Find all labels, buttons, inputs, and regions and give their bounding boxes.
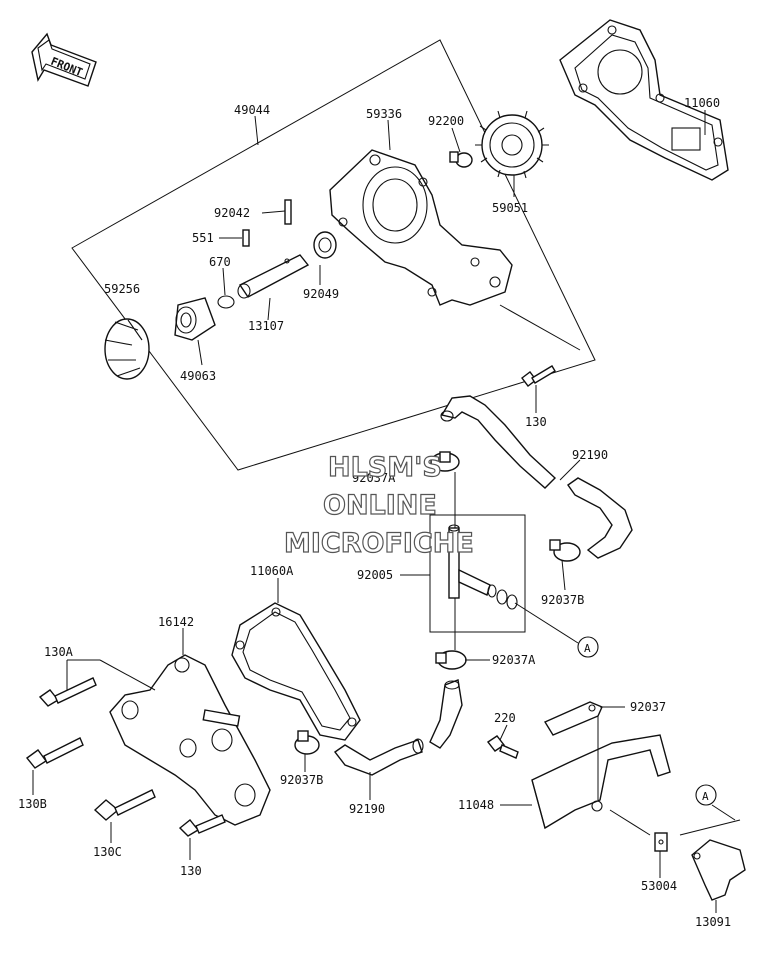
label-92037a-mid: 92037A [492,653,536,667]
pin-551 [242,229,250,247]
label-220: 220 [494,711,516,725]
watermark-line-3: MICROFICHE [284,528,474,559]
clamp-92037a-top [430,451,460,472]
ref-marker-a-mid-text: A [584,642,591,655]
label-92049: 92049 [303,287,339,301]
part-13091 [691,839,746,901]
bolt-130-bottom [178,814,226,837]
label-92037a-top: 92037A [352,471,396,485]
label-92190-top: 92190 [572,448,608,462]
label-49044: 49044 [234,103,270,117]
ref-marker-a-mid: A [577,636,599,658]
clamp-92037a-mid [435,650,467,670]
gasket-11060a [231,602,361,741]
ref-marker-a-right: A [695,784,717,806]
bolt-130-top [521,365,556,387]
label-59256: 59256 [104,282,140,296]
label-92042: 92042 [214,206,250,220]
label-92037b-right: 92037B [541,593,584,607]
ref-marker-a-right-text: A [702,790,709,803]
label-130b: 130B [18,797,47,811]
bolt-130a [38,677,97,707]
leader-lines [32,110,741,913]
watermark-line-2: ONLINE [323,490,437,521]
label-49063: 49063 [180,369,216,383]
gear-59051 [475,110,549,179]
label-551: 551 [192,231,214,245]
pin-92042 [284,199,292,225]
assembly-box-outline [71,39,596,471]
label-13091: 13091 [695,915,731,929]
label-92190-bottom: 92190 [349,802,385,816]
gasket-11060 [559,19,729,181]
label-53004: 53004 [641,879,677,893]
label-92200: 92200 [428,114,464,128]
bolt-130b [25,737,84,769]
pump-body-16142 [109,654,271,826]
label-92005: 92005 [357,568,393,582]
oring-670 [217,295,235,309]
tee-fitting-92005 [448,524,518,610]
hose-92190-right [567,477,633,559]
part-labels: 49044 59336 92200 11060 92042 551 670 59… [18,96,731,929]
front-arrow-icon: FRONT [31,32,97,87]
shaft-13107 [237,254,310,299]
label-11048: 11048 [458,798,494,812]
clamp-92037b-left [294,730,320,755]
label-59051: 59051 [492,201,528,215]
label-92037b-left: 92037B [280,773,323,787]
bolt-220 [486,735,519,759]
watermark-line-1: HLSM'S [328,452,442,483]
mech-seal-49063 [174,297,216,341]
label-130-bottom: 130 [180,864,202,878]
bracket-11048 [531,734,671,830]
label-130c: 130C [93,845,122,859]
label-16142: 16142 [158,615,194,629]
hose-short-lower [429,679,463,749]
washer-92200 [449,151,473,168]
label-130-top: 130 [525,415,547,429]
label-130a: 130A [44,645,74,659]
impeller-59256 [104,318,150,380]
hose-92190-top [440,395,557,489]
label-59336: 59336 [366,107,402,121]
plate-92037 [543,701,603,736]
tee-fitting-box [429,514,526,633]
pump-cover-59336 [329,149,513,306]
label-670: 670 [209,255,231,269]
label-13107: 13107 [248,319,284,333]
watermark: HLSM'S ONLINE MICROFICHE [283,451,474,559]
clamp-92037b-right [549,539,581,562]
label-11060: 11060 [684,96,720,110]
bolt-130c [93,789,156,821]
label-11060a: 11060A [250,564,294,578]
hose-92190-bottom [333,738,424,776]
label-92037: 92037 [630,700,666,714]
seal-92049 [313,231,337,259]
clip-53004 [654,832,668,852]
